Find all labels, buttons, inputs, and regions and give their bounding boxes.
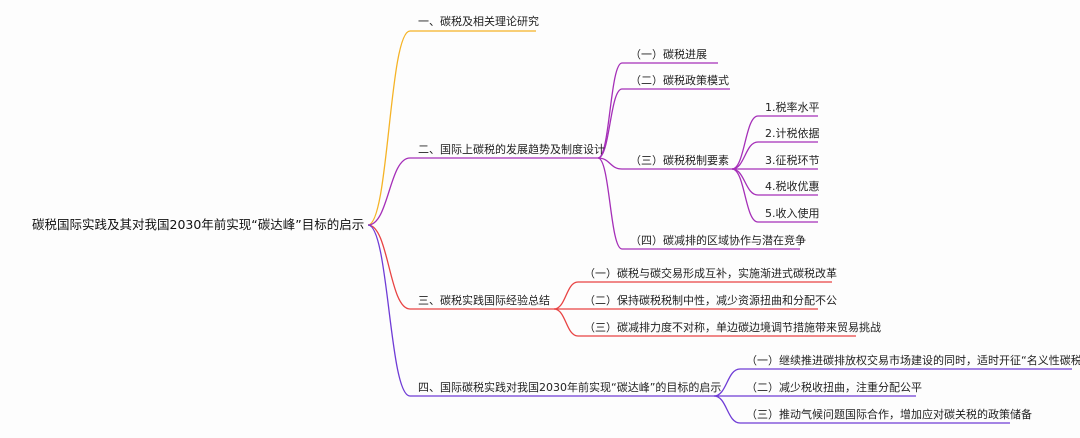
branch-2-child-2[interactable]: （二）碳税政策模式 <box>630 74 729 87</box>
branch-4-child-2[interactable]: （二）减少税收扭曲，注重分配公平 <box>746 381 922 394</box>
branch-2-item-3[interactable]: 3.征税环节 <box>765 154 820 167</box>
root-topic[interactable]: 碳税国际实践及其对我国2030年前实现“碳达峰”目标的启示 <box>32 217 365 232</box>
branch-4-child-1[interactable]: （一）继续推进碳排放权交易市场建设的同时，适时开征“名义性碳税” <box>746 354 1080 367</box>
branch-2-child-4[interactable]: （四）碳减排的区域协作与潜在竞争 <box>630 234 806 247</box>
branch-2-item-5[interactable]: 5.收入使用 <box>765 207 820 220</box>
branch-2-child-1[interactable]: （一）碳税进展 <box>630 48 707 61</box>
branch-2-item-4[interactable]: 4.税收优惠 <box>765 180 820 193</box>
branch-4-child-3[interactable]: （三）推动气候问题国际合作，增加应对碳关税的政策储备 <box>746 408 1032 421</box>
connector-branch-2 <box>367 157 411 226</box>
connector-b2-item-2 <box>731 141 759 170</box>
connector-b2-c2 <box>597 88 623 159</box>
branch-3-child-2[interactable]: （二）保持碳税税制中性，减少资源扭曲和分配不公 <box>584 294 837 307</box>
branch-2-child-3[interactable]: （三）碳税税制要素 <box>630 154 729 167</box>
branch-4-label[interactable]: 四、国际碳税实践对我国2030年前实现“碳达峰”的目标的启示 <box>418 381 722 394</box>
branch-3-child-3[interactable]: （三）碳减排力度不对称，单边碳边境调节措施带来贸易挑战 <box>584 321 881 334</box>
branch-3-child-1[interactable]: （一）碳税与碳交易形成互补，实施渐进式碳税改革 <box>584 267 837 280</box>
connector-branch-3 <box>367 224 411 310</box>
connector-b3-c3 <box>553 308 579 337</box>
branch-2-label[interactable]: 二、国际上碳税的发展趋势及制度设计 <box>418 143 605 156</box>
connector-b2-item-1 <box>731 115 759 170</box>
connector-b4-c3 <box>713 395 741 424</box>
connector-b2-item-4 <box>731 168 759 196</box>
branch-3-label[interactable]: 三、碳税实践国际经验总结 <box>418 294 550 307</box>
branch-2-item-1[interactable]: 1.税率水平 <box>765 101 820 114</box>
branch-2-item-2[interactable]: 2.计税依据 <box>765 127 820 140</box>
connector-b2-c3 <box>597 157 623 170</box>
connector-b4-c1 <box>713 368 741 397</box>
branch-1-label[interactable]: 一、碳税及相关理论研究 <box>418 15 539 28</box>
connector-branch-1 <box>367 30 411 226</box>
connector-b2-item-5 <box>731 168 759 223</box>
connector-b2-c4 <box>597 157 623 250</box>
connector-b3-c1 <box>553 281 579 310</box>
connector-branch-4 <box>367 224 411 397</box>
